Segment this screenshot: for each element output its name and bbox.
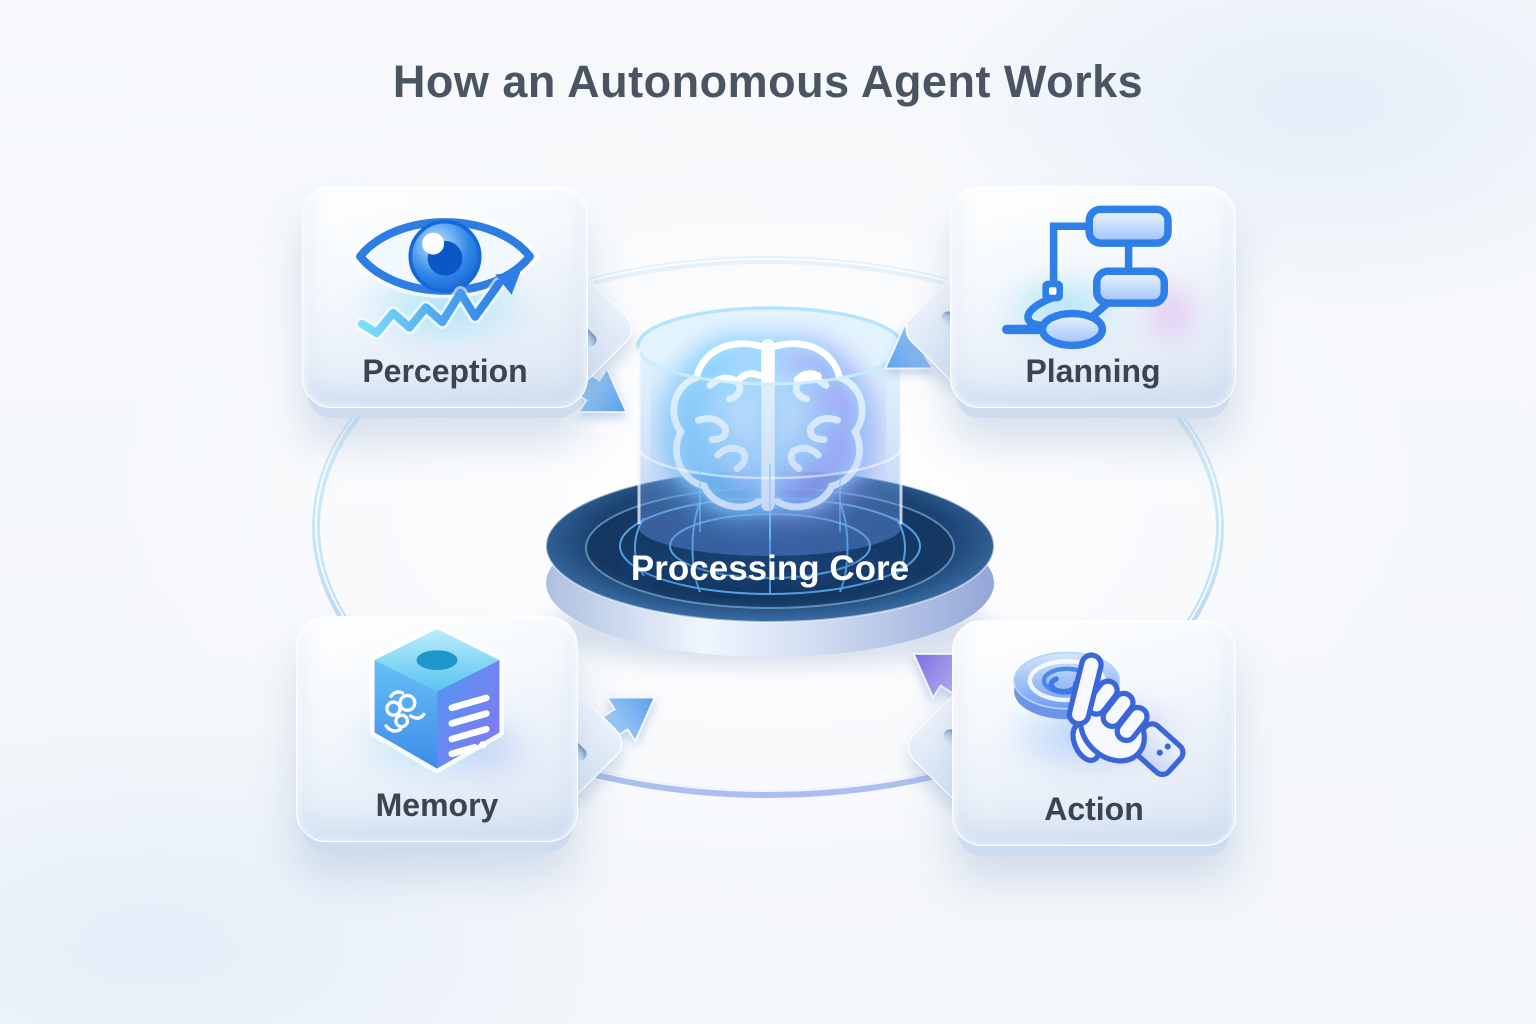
card-action: Action [900,620,1236,846]
flowchart-icon [1002,205,1172,350]
data-lines [448,694,490,758]
card-perception: Perception [302,186,640,408]
card-memory: Memory [296,616,630,842]
page-title: How an Autonomous Agent Works [392,56,1144,107]
card-planning: Planning [898,186,1236,408]
press-button-hand-icon [1013,651,1186,778]
card-label: Memory [375,787,499,823]
doodle-scribbles [384,690,426,733]
card-glow [964,241,1222,371]
data-cube-icon [370,624,504,774]
eye-trend-icon [350,214,540,340]
card-label: Planning [1025,353,1161,389]
card-label: Perception [362,353,528,389]
card-label: Action [1044,791,1144,827]
